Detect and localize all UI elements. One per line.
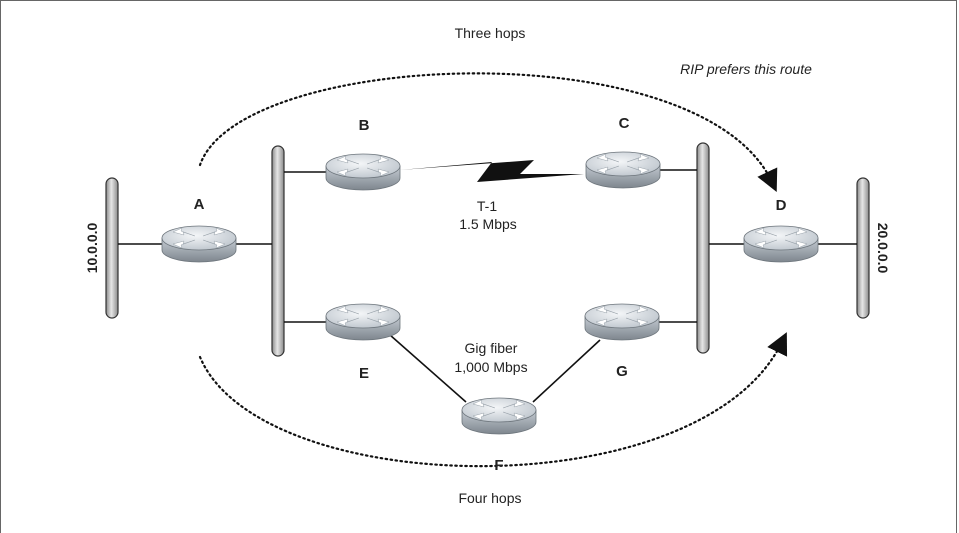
link-g-f xyxy=(532,339,601,403)
router-c-label: C xyxy=(619,115,630,132)
router-b xyxy=(325,153,401,191)
router-d-label: D xyxy=(776,197,787,214)
three-hops-label: Three hops xyxy=(455,25,526,41)
rip-preference-note: RIP prefers this route xyxy=(680,61,812,77)
t1-serial-link xyxy=(400,160,584,182)
router-b-label: B xyxy=(359,117,370,134)
router-e-label: E xyxy=(359,365,369,382)
network-right-label: 20.0.0.0 xyxy=(875,223,891,274)
network-pipe-10 xyxy=(105,177,119,319)
fiber-link-speed: 1,000 Mbps xyxy=(454,359,527,375)
router-a xyxy=(161,225,237,263)
router-e xyxy=(325,303,401,341)
router-g-label: G xyxy=(616,363,628,380)
three-hops-arc xyxy=(198,72,778,192)
segment-pipe-ab xyxy=(271,145,285,357)
link-e-f xyxy=(389,334,467,403)
router-c xyxy=(585,151,661,189)
t1-link-name: T-1 xyxy=(477,198,497,214)
segment-pipe-cd xyxy=(696,142,710,354)
router-d xyxy=(743,225,819,263)
four-hops-arc xyxy=(198,332,788,468)
router-f xyxy=(461,397,537,435)
fiber-link-name: Gig fiber xyxy=(465,340,518,356)
router-f-label: F xyxy=(494,457,503,474)
four-hops-label: Four hops xyxy=(458,490,521,506)
network-pipe-20 xyxy=(856,177,870,319)
t1-link-speed: 1.5 Mbps xyxy=(459,216,517,232)
network-left-label: 10.0.0.0 xyxy=(84,222,100,273)
router-a-label: A xyxy=(194,196,205,213)
router-g xyxy=(584,303,660,341)
